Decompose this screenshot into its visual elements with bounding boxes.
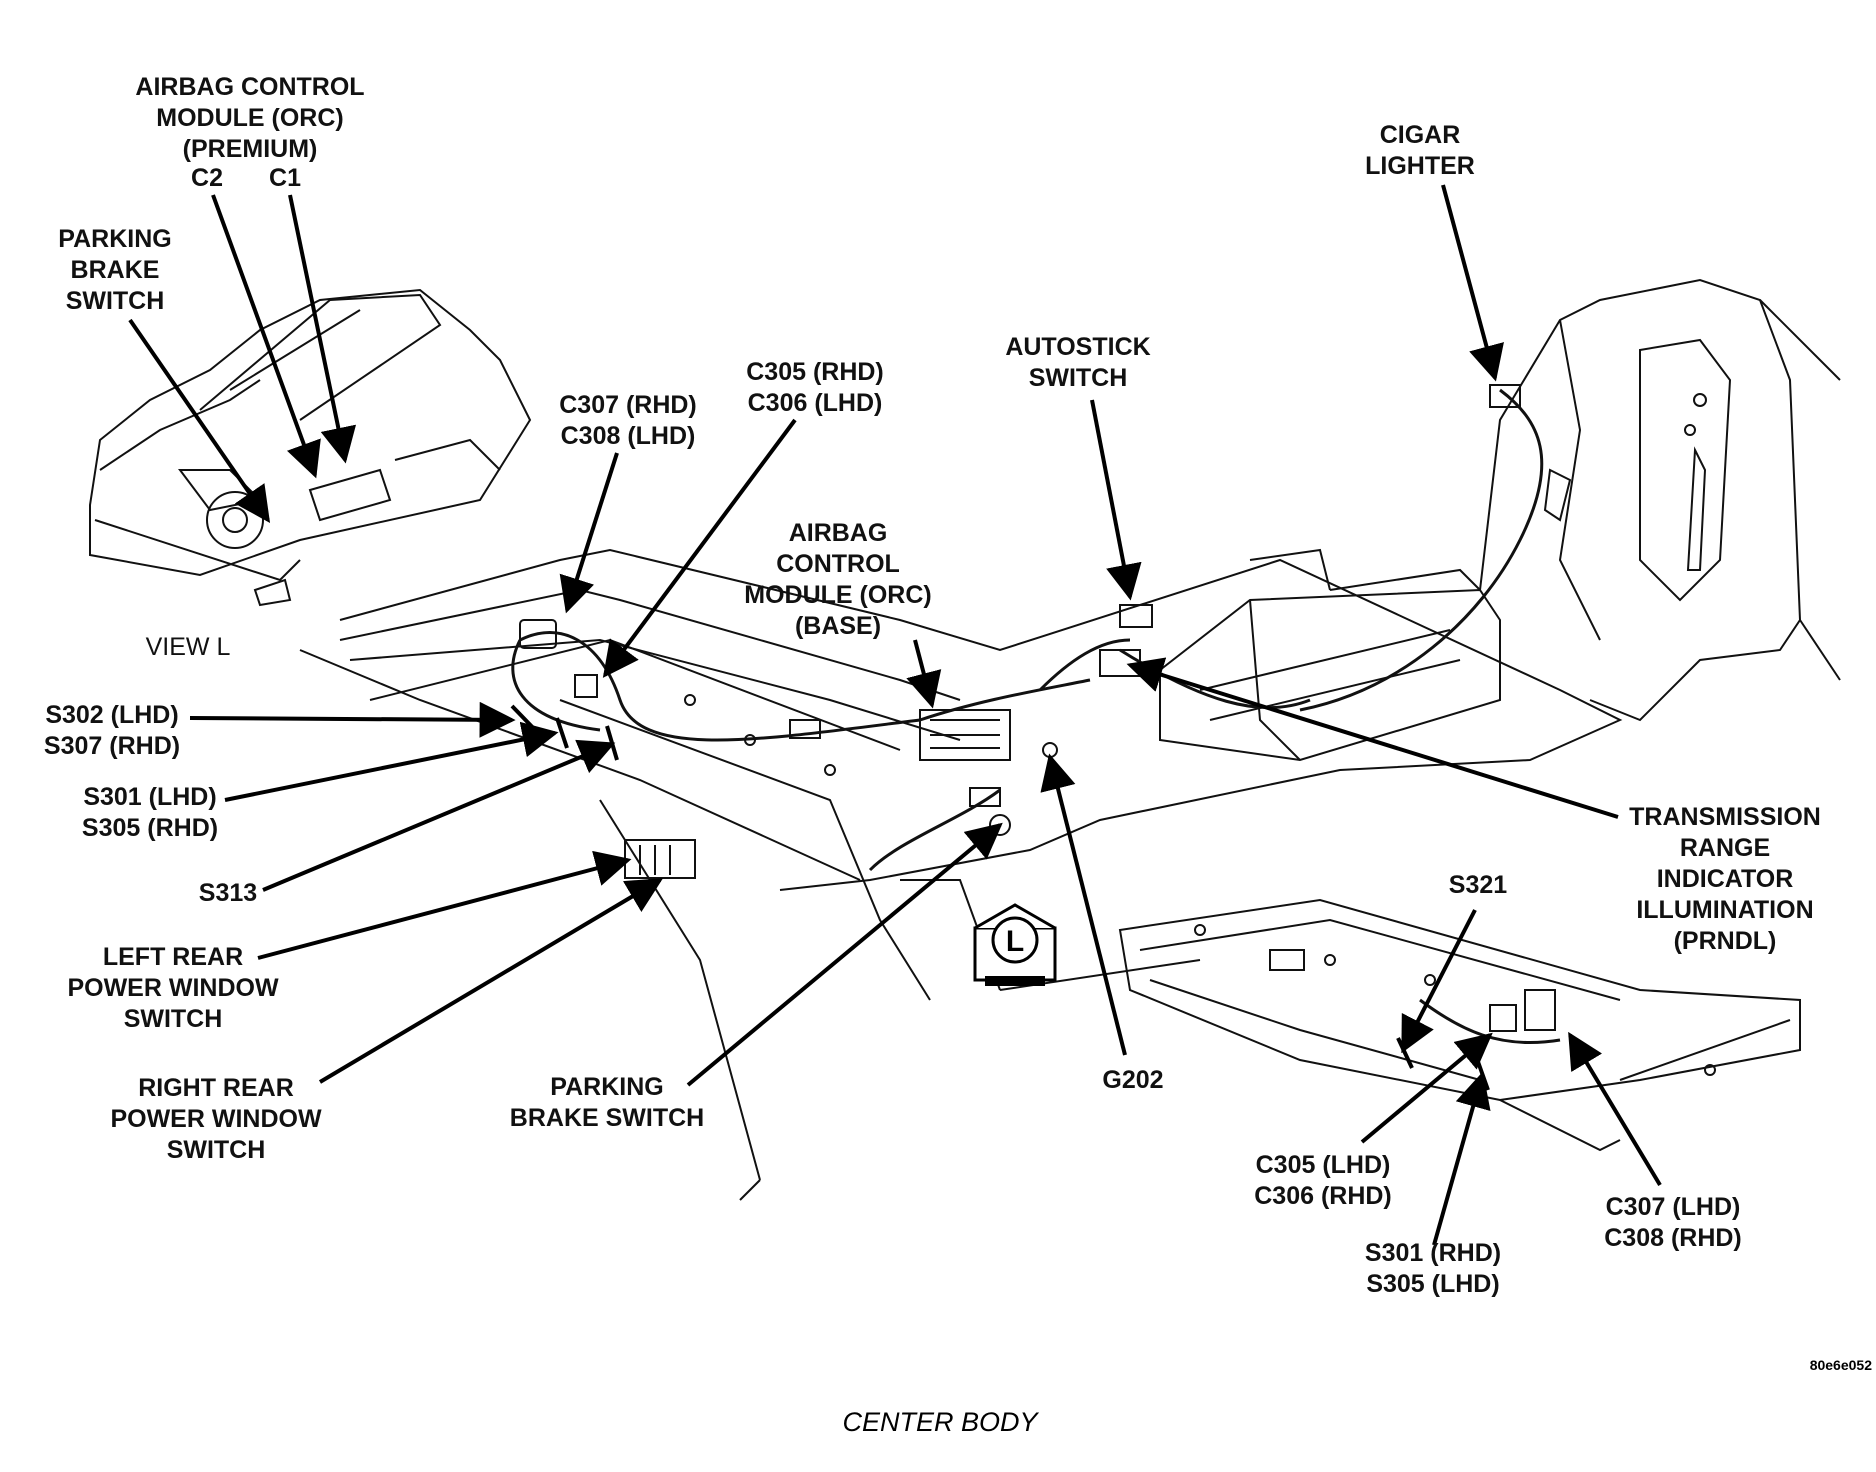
- label-line: BRAKE SWITCH: [509, 1104, 705, 1132]
- label-s321: S321: [1448, 871, 1508, 899]
- label-g202: G202: [1102, 1066, 1164, 1094]
- label-view-l: VIEW L: [145, 633, 231, 661]
- label-line: C306 (LHD): [747, 389, 883, 417]
- label-line: S305 (RHD): [81, 814, 219, 842]
- label-s302-s307: S302 (LHD) S307 (RHD): [44, 700, 180, 762]
- label-line: (BASE): [794, 612, 882, 640]
- label-transmission-range-indicator: TRANSMISSION RANGE INDICATOR ILLUMINATIO…: [1629, 802, 1821, 957]
- label-line: MODULE (ORC): [156, 104, 344, 132]
- label-line: S305 (LHD): [1366, 1270, 1500, 1298]
- label-line: PARKING: [58, 225, 172, 253]
- label-line: RANGE: [1679, 834, 1771, 862]
- label-airbag-module-premium: AIRBAG CONTROL MODULE (ORC) (PREMIUM): [135, 72, 364, 165]
- label-c305-c306-left: C305 (RHD) C306 (LHD): [746, 357, 884, 419]
- label-line: LIGHTER: [1365, 152, 1475, 180]
- view-l-marker: L: [973, 903, 1057, 986]
- label-line: SWITCH: [166, 1136, 266, 1164]
- label-line: C308 (LHD): [560, 422, 696, 450]
- label-line: S301 (RHD): [1364, 1239, 1502, 1267]
- figure-code: 80e6e052: [1810, 1357, 1873, 1373]
- label-line: CONTROL: [776, 550, 900, 578]
- label-right-rear-power-window-switch: RIGHT REAR POWER WINDOW SWITCH: [110, 1073, 321, 1166]
- label-line: LEFT REAR: [102, 943, 244, 971]
- leader-arrows: [128, 184, 1662, 1246]
- label-line: POWER WINDOW: [110, 1105, 322, 1133]
- label-c2: C2: [191, 164, 223, 192]
- label-line: C307 (RHD): [559, 391, 697, 419]
- label-cigar-lighter: CIGAR LIGHTER: [1365, 120, 1475, 182]
- label-s301-s305-left: S301 (LHD) S305 (RHD): [82, 782, 218, 844]
- label-line: RIGHT REAR: [138, 1074, 294, 1102]
- label-line: (PREMIUM): [182, 135, 318, 163]
- label-c305-c306-right: C305 (LHD) C306 (RHD): [1254, 1150, 1392, 1212]
- label-line: S301 (LHD): [83, 783, 217, 811]
- label-parking-brake-switch: PARKING BRAKE SWITCH: [510, 1072, 704, 1134]
- label-line: SWITCH: [65, 287, 165, 315]
- label-line: AIRBAG CONTROL: [135, 73, 365, 101]
- label-line: C307 (LHD): [1605, 1193, 1741, 1221]
- label-airbag-module-base: AIRBAG CONTROL MODULE (ORC) (BASE): [744, 518, 931, 642]
- label-line: (PRNDL): [1673, 927, 1777, 955]
- label-c307-c308-left: C307 (RHD) C308 (LHD): [559, 390, 697, 452]
- splice-marks: [510, 704, 1490, 1091]
- label-line: C305 (LHD): [1255, 1151, 1391, 1179]
- label-s313: S313: [198, 879, 258, 907]
- label-line: POWER WINDOW: [67, 974, 279, 1002]
- label-line: PARKING: [550, 1073, 664, 1101]
- label-line: S307 (RHD): [43, 732, 181, 760]
- label-parking-brake-switch-view-l: PARKING BRAKE SWITCH: [58, 224, 171, 317]
- label-line: AUTOSTICK: [1005, 333, 1151, 361]
- view-marker-letter: L: [1006, 925, 1024, 958]
- label-line: MODULE (ORC): [744, 581, 932, 609]
- label-line: TRANSMISSION: [1629, 803, 1821, 831]
- label-line: SWITCH: [1028, 364, 1128, 392]
- label-line: BRAKE: [70, 256, 160, 284]
- label-line: S302 (LHD): [45, 701, 179, 729]
- label-left-rear-power-window-switch: LEFT REAR POWER WINDOW SWITCH: [67, 942, 278, 1035]
- label-s301-s305-right: S301 (RHD) S305 (LHD): [1365, 1238, 1501, 1300]
- label-line: C305 (RHD): [746, 358, 884, 386]
- label-line: C306 (RHD): [1254, 1182, 1392, 1210]
- label-line: CIGAR: [1379, 121, 1461, 149]
- label-line: INDICATOR: [1656, 865, 1794, 893]
- label-c307-c308-right: C307 (LHD) C308 (RHD): [1604, 1192, 1742, 1254]
- diagram-caption: CENTER BODY: [842, 1407, 1039, 1437]
- label-autostick-switch: AUTOSTICK SWITCH: [1005, 332, 1150, 394]
- label-line: SWITCH: [123, 1005, 223, 1033]
- label-line: ILLUMINATION: [1636, 896, 1814, 924]
- label-c1: C1: [269, 164, 301, 192]
- label-line: AIRBAG: [788, 519, 888, 547]
- label-line: C308 (RHD): [1604, 1224, 1742, 1252]
